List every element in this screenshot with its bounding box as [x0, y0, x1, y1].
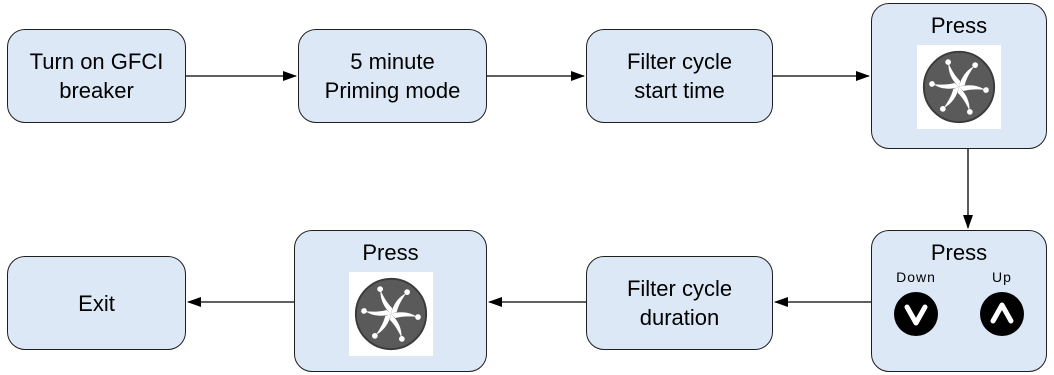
step-press-up-down: Press Down Up — [871, 230, 1047, 372]
step-text-line: Filter cycle — [626, 276, 733, 301]
step-text-line: breaker — [59, 78, 134, 103]
down-label: Down — [896, 269, 936, 285]
step-text-line: duration — [639, 305, 720, 330]
step-exit: Exit — [7, 256, 186, 350]
step-press-label: Press — [930, 240, 988, 265]
down-button-group: Down — [894, 268, 938, 336]
up-arrow-button-icon — [980, 292, 1024, 336]
step-press-jets-2: Press — [294, 230, 487, 372]
step-text-line: start time — [634, 78, 725, 103]
step-text-line: Filter cycle — [626, 49, 733, 74]
step-turn-on-breaker: Turn on GFCI breaker — [7, 29, 186, 123]
step-text-line: Exit — [78, 290, 115, 316]
jets-button-icon — [917, 45, 1001, 129]
up-down-buttons: Down Up — [894, 268, 1024, 336]
down-arrow-button-icon — [894, 292, 938, 336]
jets-button-icon — [348, 272, 433, 356]
step-text-line: Turn on GFCI — [29, 49, 164, 74]
step-press-label: Press — [930, 13, 988, 38]
step-press-jets: Press — [871, 3, 1047, 149]
step-priming-mode: 5 minute Priming mode — [298, 29, 487, 123]
step-text-line: 5 minute — [350, 49, 435, 74]
step-filter-duration: Filter cycle duration — [586, 256, 773, 350]
step-text-line: Priming mode — [324, 78, 461, 103]
up-label: Up — [992, 269, 1012, 285]
up-button-group: Up — [980, 268, 1024, 336]
step-filter-start-time: Filter cycle start time — [586, 29, 773, 123]
step-press-label: Press — [362, 240, 419, 265]
